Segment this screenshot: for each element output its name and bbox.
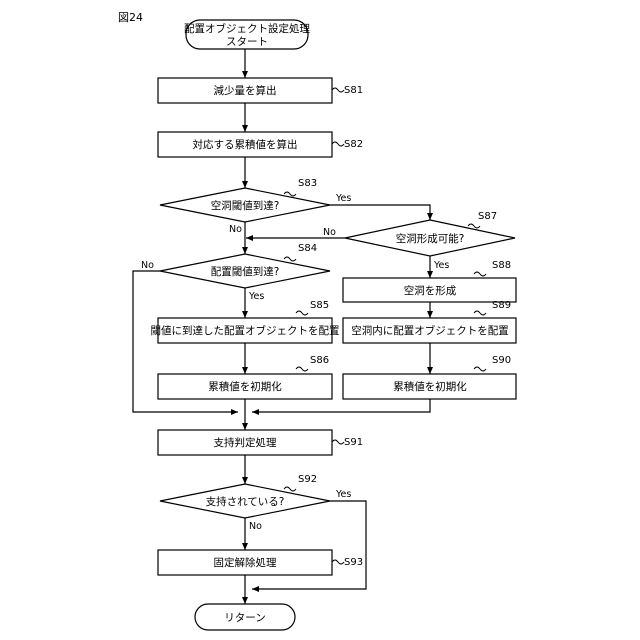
s90-step-id: S90 (492, 355, 511, 366)
s92-no-label: No (249, 521, 262, 532)
s87-no-label: No (323, 227, 336, 238)
s92-label: 支持されている? (206, 495, 285, 508)
s82-step-id: S82 (344, 139, 363, 150)
s87-step-id: S87 (478, 211, 497, 222)
start-label-line1: 配置オブジェクト設定処理 (184, 22, 310, 35)
s89-step-id: S89 (492, 300, 511, 311)
s89-label: 空洞内に配置オブジェクトを配置 (351, 324, 509, 337)
s92-step-id: S92 (298, 474, 317, 485)
s83-leader (284, 192, 296, 196)
s93-label: 固定解除処理 (214, 556, 277, 569)
s93-step-id: S93 (344, 557, 363, 568)
s84-leader (284, 257, 296, 261)
s85-label: 閾値に到達した配置オブジェクトを配置 (151, 324, 340, 337)
s88-leader (474, 272, 486, 276)
s92-leader (284, 487, 296, 491)
s83-yes-label: Yes (335, 193, 351, 204)
s93-leader (332, 560, 344, 564)
s86-step-id: S86 (310, 355, 329, 366)
s90-leader (474, 367, 486, 371)
s86-leader (296, 367, 308, 371)
s82-label: 対応する累積値を算出 (193, 138, 298, 151)
s88-label: 空洞を形成 (404, 284, 457, 297)
s85-step-id: S85 (310, 300, 329, 311)
s91-label: 支持判定処理 (214, 436, 277, 449)
s87-leader (468, 224, 480, 228)
start-label-line2: スタート (226, 36, 268, 48)
flow-s90-to-merge (252, 399, 430, 412)
s88-step-id: S88 (492, 260, 511, 271)
s90-label: 累積値を初期化 (393, 380, 467, 393)
s81-label: 減少量を算出 (214, 84, 277, 97)
s84-step-id: S84 (298, 243, 317, 254)
s91-leader (332, 440, 344, 444)
s86-label: 累積値を初期化 (208, 380, 282, 393)
s89-leader (474, 311, 486, 315)
s84-yes-label: Yes (248, 291, 264, 302)
end-label: リターン (224, 612, 265, 624)
s81-leader (332, 88, 344, 92)
s85-leader (296, 311, 308, 315)
s92-yes-label: Yes (335, 489, 351, 500)
flow-s83-yes-to-s87 (330, 205, 430, 220)
s83-no-label: No (229, 224, 242, 235)
s87-label: 空洞形成可能? (396, 232, 465, 245)
s83-label: 空洞閾値到達? (211, 199, 280, 212)
s82-leader (332, 142, 344, 146)
s87-yes-label: Yes (433, 260, 449, 271)
figure-label: 図24 (118, 11, 143, 24)
s83-step-id: S83 (298, 178, 317, 189)
s81-step-id: S81 (344, 85, 363, 96)
s84-label: 配置閾値到達? (211, 265, 280, 278)
s84-no-label: No (141, 260, 154, 271)
flow-s92-yes-to-end (252, 501, 366, 589)
s91-step-id: S91 (344, 437, 363, 448)
